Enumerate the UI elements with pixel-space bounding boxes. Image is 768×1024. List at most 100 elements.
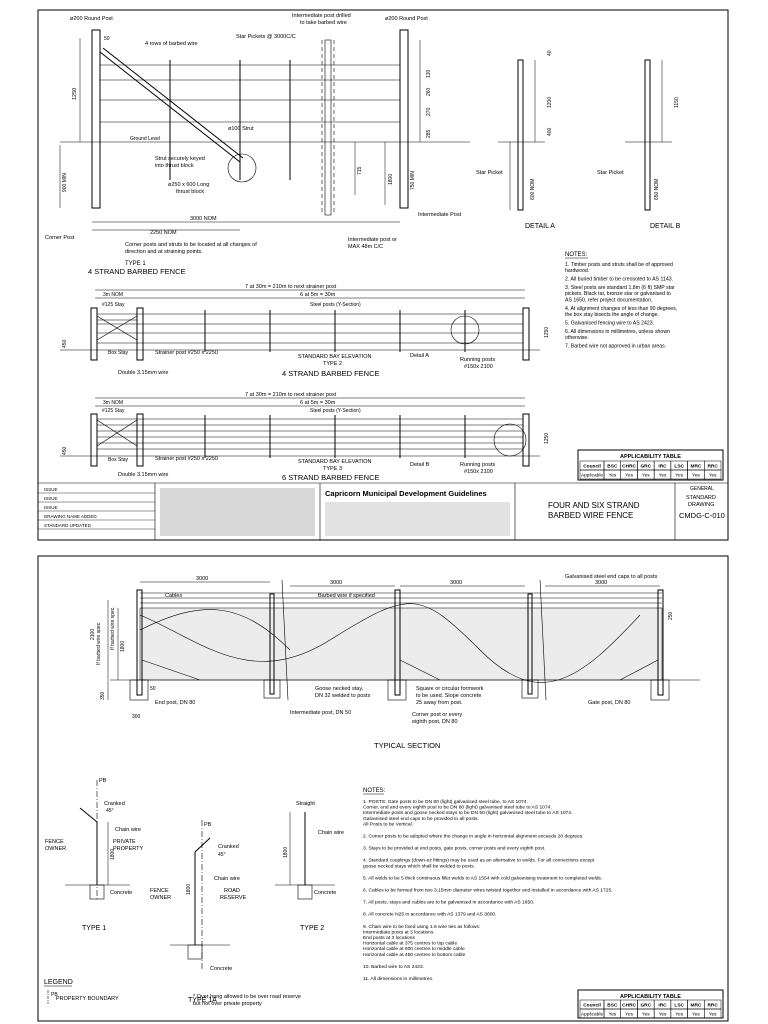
label-corner-note-1: Corner posts and struts to be located at…: [125, 242, 257, 248]
label-dim-50: 50: [104, 36, 110, 42]
table-value: Yes: [642, 472, 650, 478]
table-header: RRC: [707, 1002, 718, 1008]
t1-chain: Chain wire: [115, 827, 141, 833]
gate-post: [657, 589, 664, 696]
type2-dim-3m: 3m NOM: [103, 292, 123, 298]
s2-galv-caps: Galvanised steel end caps to all posts: [565, 574, 658, 580]
s2-footing-3: 25 away from post.: [416, 700, 463, 706]
table-value: Yes: [675, 472, 683, 478]
type2-dim-6at5: 6 at 5m = 30m: [300, 292, 336, 298]
table-value: Yes: [642, 1011, 650, 1017]
table-cell: [704, 469, 722, 480]
type3-double-wire: [96, 419, 138, 447]
t1a-cranked: Cranked: [218, 844, 239, 850]
t1a-road-1: ROAD: [224, 888, 240, 894]
label-int-note-2: MAX 48m C/C: [348, 244, 383, 250]
corner-post: [394, 589, 401, 696]
note-line: All Posts to be Vertical.: [363, 821, 413, 827]
intermediate-post: [269, 593, 275, 695]
footing: [263, 679, 281, 699]
note-line: goose necked stays which shall be welded…: [363, 863, 475, 869]
note-line: Corner, end and every eighth post to be …: [363, 805, 552, 811]
sheet-2: Galvanised steel end caps to all posts 3…: [37, 555, 729, 1022]
typical-section: Galvanised steel end caps to all posts 3…: [90, 574, 700, 750]
note-line: 6. All dimensions in millimetres, unless…: [565, 329, 670, 335]
type3-detail-b: Detail B: [410, 462, 430, 468]
detail-b-1150: 1150: [674, 97, 680, 108]
type3-double-wire: Double 3.15mm wire: [118, 472, 168, 478]
table-header: RRC: [707, 463, 718, 469]
sheet2-notes-heading: NOTES:: [363, 788, 386, 794]
table-value: Applicable: [581, 472, 603, 478]
cable-curve: [139, 603, 641, 683]
t1a-pb: PB: [204, 822, 212, 828]
sheet1-notes: NOTES: 1. Timber posts and struts shall …: [565, 252, 677, 349]
table-header: MRC: [690, 1002, 701, 1008]
type3-dim-450: 450: [62, 446, 68, 455]
legend-heading: LEGEND: [44, 979, 73, 986]
type2-strainer-left: [90, 307, 98, 361]
t1-footing: [89, 884, 105, 900]
label-strut-keyed-1: Strut securely keyed: [155, 156, 205, 162]
t1a-45: 45°: [218, 852, 226, 858]
label-corner-note-2: direction and at straining points.: [125, 249, 203, 255]
type1-elevation: ø200 Round Post Intermediate post drille…: [45, 13, 470, 276]
chain-wire-mesh: [139, 607, 663, 681]
type2-running-2: #150x 2100: [464, 364, 493, 370]
table-value: Yes: [709, 472, 717, 478]
sheet-2-border: [37, 555, 729, 1022]
table-value: Yes: [659, 1011, 667, 1017]
note-line: 3. Steel posts are standard 1.8m (6 ft) …: [565, 285, 675, 291]
t2-1800: 1800: [283, 847, 289, 858]
detail-b-650nom: 650 NOM: [654, 179, 660, 200]
note-line: 10. Barbed wire to AS 2423.: [363, 964, 424, 970]
t1a-fence-owner-2: OWNER: [150, 895, 171, 901]
label-intermediate-post: Intermediate Post: [418, 212, 462, 218]
sheet1-notes-heading: NOTES:: [565, 252, 588, 258]
s2-corner-every-1: Corner post or every: [412, 712, 462, 718]
type3-dim-total: 7 at 30m = 210m to next strainer post: [245, 392, 337, 398]
type3-dim-3m: 3m NOM: [103, 400, 123, 406]
type3-running-1: Running posts: [460, 462, 495, 468]
note-line: pickets. Black tar, bronze star or galva…: [565, 291, 671, 297]
t1-1800: 1800: [110, 849, 116, 860]
table-value: Yes: [709, 1011, 717, 1017]
s2-dim-50: 50: [150, 686, 156, 692]
table-title: APPLICABILITY TABLE: [620, 994, 681, 1000]
label-dim-1800: 1800: [388, 174, 394, 185]
type2-dim-total: 7 at 30m = 210m to next strainer post: [245, 284, 337, 290]
t1a-1800: 1800: [186, 884, 192, 895]
sheet1-notes-list: 1. Timber posts and struts shall be of a…: [565, 262, 677, 349]
tb-general: GENERAL: [690, 486, 714, 492]
type2-strainer-2: [136, 307, 144, 361]
table-value: Yes: [675, 1011, 683, 1017]
t2-straight: Straight: [296, 801, 315, 807]
t1-private-2: PROPERTY: [113, 846, 143, 852]
label-2250nom: 2250 NOM: [150, 230, 177, 236]
t1a-crank: [194, 837, 211, 853]
footing: [387, 679, 407, 701]
type2-detail-a: Detail A: [410, 353, 429, 359]
sheet-1: ø200 Round Post Intermediate post drille…: [37, 9, 729, 541]
table-header: BSC: [607, 463, 618, 469]
footing: [129, 679, 149, 701]
disclaimer-text-block: [160, 488, 315, 536]
type3-detail-circle: [493, 423, 527, 457]
end-post: [136, 589, 143, 696]
table-value: Yes: [625, 1011, 633, 1017]
t2-label: TYPE 2: [300, 925, 324, 932]
note-line: 4. Standard couplings (down-ez fittings)…: [363, 858, 595, 864]
label-corner-post: Corner Post: [45, 235, 75, 241]
type2-stay: #125 Stay: [102, 302, 125, 308]
s2-dim-300: 300: [132, 714, 141, 720]
type3-elevation: STANDARD BAY ELEVATION: [298, 459, 371, 465]
break-line: [281, 579, 289, 701]
t1a-chain: Chain wire: [214, 876, 240, 882]
rev-row-text: ISSUE: [44, 505, 58, 510]
t1-cranked: Cranked: [104, 801, 125, 807]
thrust-block-circle: [227, 153, 257, 183]
tb-title-2: BARBED WIRE FENCE: [548, 511, 633, 520]
